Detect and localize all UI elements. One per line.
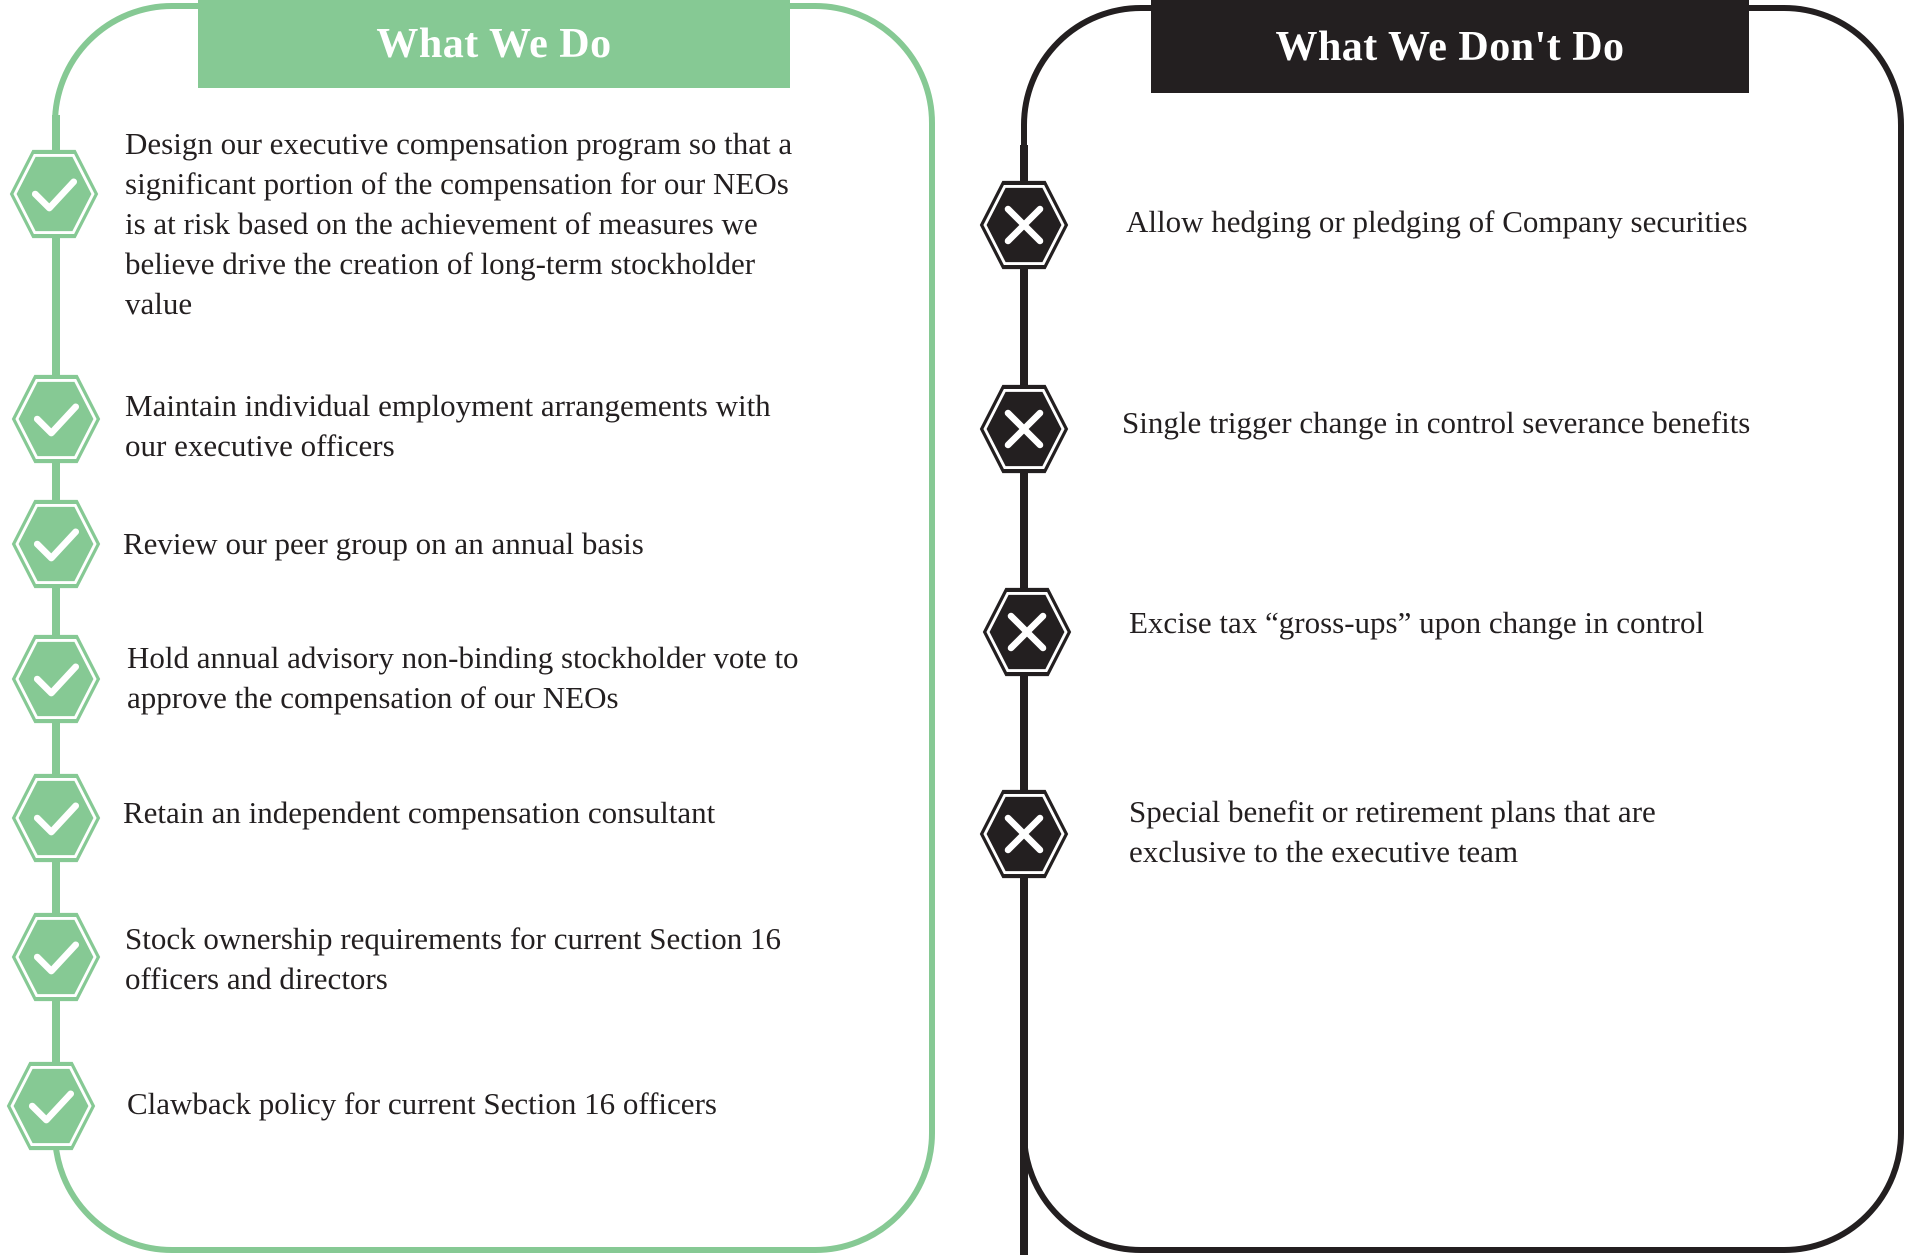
do-item-6: Stock ownership requirements for current… [125,921,781,996]
dont-item-4: Special benefit or retirement plans that… [1129,794,1656,869]
do-item-1: Design our executive compensation progra… [125,126,793,321]
do-item-4: Hold annual advisory non-binding stockho… [127,640,799,715]
dont-item-1: Allow hedging or pledging of Company sec… [1126,204,1748,239]
checkmark-icon [9,372,103,466]
checkmark-icon [9,632,103,726]
checkmark-icon [9,910,103,1004]
dont-item-3: Excise tax “gross-ups” upon change in co… [1129,605,1705,640]
checkmark-icon [7,147,101,241]
what-we-dont-do-spine [1020,145,1028,1255]
checkmark-icon [9,497,103,591]
dont-item-2: Single trigger change in control severan… [1122,405,1751,440]
x-mark-icon [977,787,1071,881]
do-item-5: Retain an independent compensation consu… [123,795,716,830]
checkmark-icon [4,1059,98,1153]
what-we-do-header: What We Do [198,0,790,88]
checkmark-icon [9,771,103,865]
do-item-3: Review our peer group on an annual basis [123,526,644,561]
what-we-dont-do-panel [1021,5,1904,1253]
x-mark-icon [980,585,1074,679]
what-we-dont-do-header: What We Don't Do [1151,0,1749,93]
do-item-7: Clawback policy for current Section 16 o… [127,1086,717,1121]
what-we-do-panel [52,3,935,1253]
do-item-2: Maintain individual employment arrangeme… [125,388,771,463]
x-mark-icon [977,382,1071,476]
x-mark-icon [977,178,1071,272]
what-we-do-spine [52,115,60,1125]
